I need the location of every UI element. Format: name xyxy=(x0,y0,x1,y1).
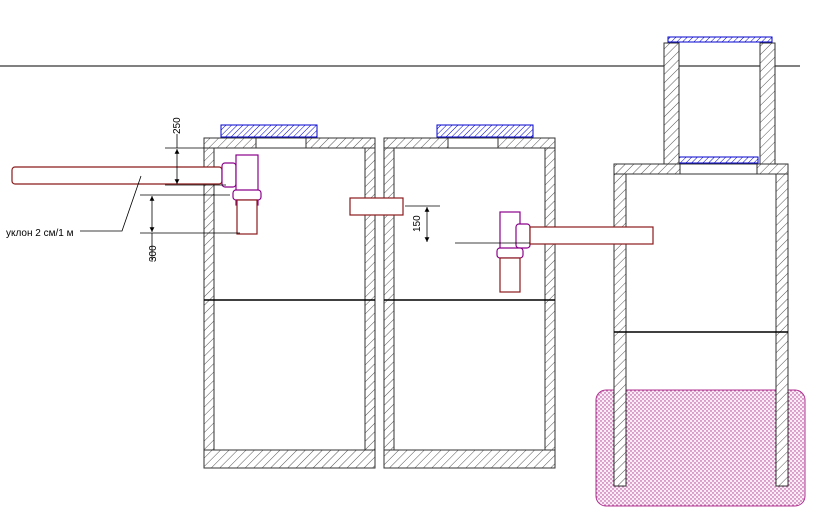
outlet-pipe xyxy=(529,226,654,245)
outlet-drop-pipe xyxy=(499,257,521,293)
well-inner-lid xyxy=(678,156,759,164)
tank-2-cover-slab-left xyxy=(383,137,449,149)
dimension-outlet: 150 xyxy=(405,205,530,244)
tank-1-cover-slab-left xyxy=(203,137,257,149)
dimension-inlet-top: 250 xyxy=(165,117,226,186)
tank-2-bottom-slab xyxy=(383,449,556,469)
inlet-tee-bottom-socket xyxy=(232,189,262,201)
tank-2-right-wall xyxy=(544,147,556,451)
well-right-wall xyxy=(775,173,789,487)
tank-1-bottom-slab xyxy=(203,449,376,469)
tank-1 xyxy=(203,124,376,469)
outlet-tee-socket xyxy=(515,223,531,249)
slope-note: уклон 2 см/1 м xyxy=(6,228,74,239)
tank-2-left-wall xyxy=(383,147,395,451)
well-neck-left-wall xyxy=(663,42,680,165)
inlet-drop-pipe xyxy=(236,199,258,235)
inlet-tee-socket xyxy=(221,162,237,188)
gravel-filter-bed xyxy=(595,389,806,507)
tank-1-left-wall xyxy=(203,147,215,451)
transfer-pipe xyxy=(349,197,404,216)
well-cover-slab-left xyxy=(613,163,681,175)
well-neck-right-wall xyxy=(759,42,776,165)
well-left-wall xyxy=(613,173,627,487)
well-cover-slab-right xyxy=(756,163,789,175)
tank-2 xyxy=(383,124,556,469)
tank-2-hatch-opening xyxy=(447,137,499,149)
tank-1-right-wall xyxy=(364,147,376,451)
tank-1-cover-slab-right xyxy=(305,137,376,149)
dimension-inlet-drop: 300 xyxy=(140,194,240,262)
dimension-label-150: 150 xyxy=(412,215,423,232)
well-neck-lid xyxy=(667,36,773,43)
slope-callout: уклон 2 см/1 м xyxy=(6,175,142,239)
outlet-tee xyxy=(496,211,531,293)
inlet-tee xyxy=(221,154,262,235)
dimension-label-250: 250 xyxy=(172,117,183,134)
filtration-well xyxy=(613,36,789,487)
inlet-pipe xyxy=(11,166,223,185)
tank-2-lid xyxy=(436,124,534,138)
dimension-label-300: 300 xyxy=(148,245,159,262)
tank-2-cover-slab-right xyxy=(497,137,556,149)
well-hatch-opening xyxy=(679,163,758,175)
outlet-tee-bottom-socket xyxy=(496,247,524,259)
tank-1-hatch-opening xyxy=(255,137,307,149)
tank-1-lid xyxy=(220,124,318,138)
